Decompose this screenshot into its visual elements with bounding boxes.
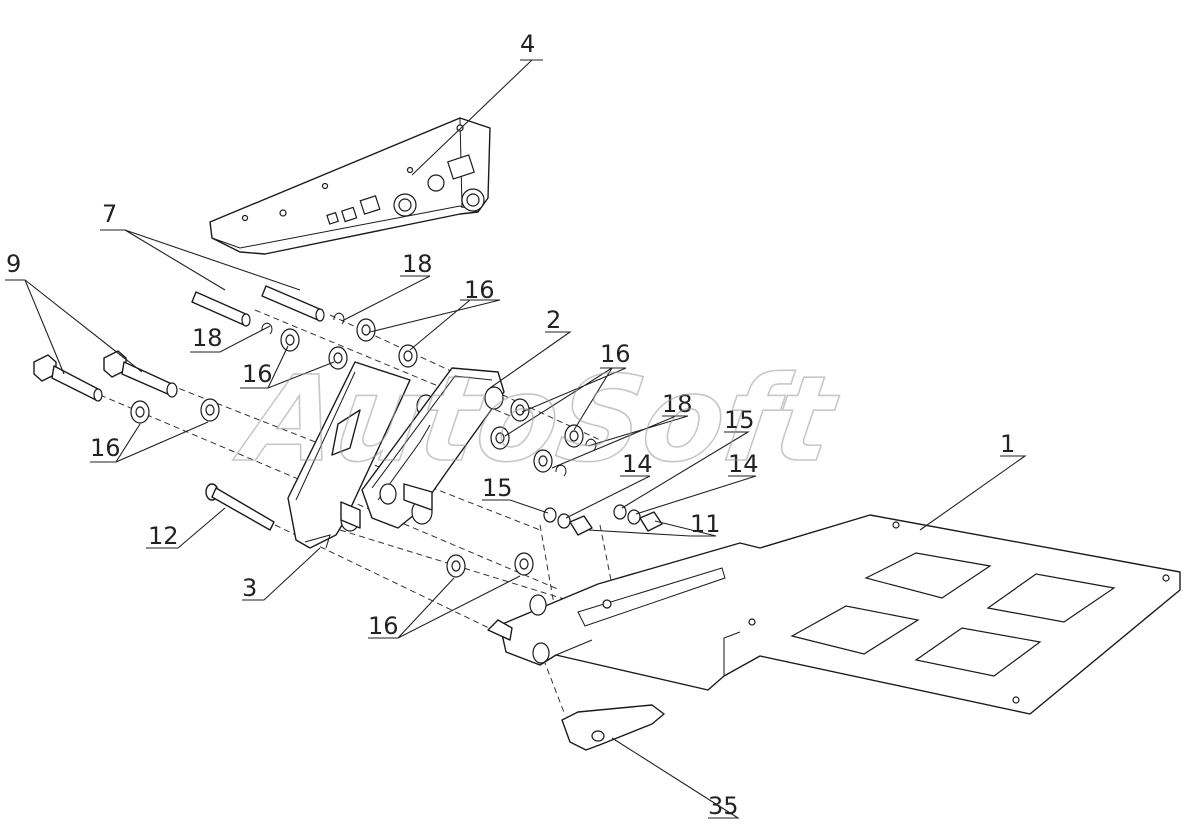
callout-14-right: 14 — [728, 450, 759, 478]
callout-15-mid: 15 — [482, 474, 513, 502]
callout-16-mid: 16 — [242, 360, 273, 388]
callout-16-right: 16 — [600, 340, 631, 368]
part-1-base-plate — [487, 514, 1181, 715]
callout-9: 9 — [6, 250, 21, 278]
part-7-pins — [191, 285, 325, 327]
callout-18-left: 18 — [192, 324, 223, 352]
part-9-bolts — [33, 350, 178, 402]
callout-3: 3 — [242, 574, 257, 602]
washers-and-circlips — [130, 312, 597, 578]
leader-lines — [5, 59, 1027, 819]
callout-35: 35 — [708, 792, 739, 820]
callout-2: 2 — [546, 306, 561, 334]
callout-4: 4 — [520, 30, 535, 58]
callout-16-bottom: 16 — [368, 612, 399, 640]
callout-15-right: 15 — [724, 406, 755, 434]
part-4-upper-bracket — [209, 117, 491, 255]
callout-1: 1 — [1000, 430, 1015, 458]
part-3-left-plate — [287, 361, 436, 549]
part-35-handle — [561, 704, 665, 751]
callout-11: 11 — [690, 510, 721, 538]
callout-7: 7 — [102, 200, 117, 228]
callout-18-top: 18 — [402, 250, 433, 278]
part-12-long-bolt — [205, 483, 275, 531]
callout-labels: 4 7 9 18 18 16 16 16 2 16 18 15 1 14 14 … — [6, 30, 1015, 820]
callout-18-right: 18 — [662, 390, 693, 418]
part-2-right-plate — [361, 367, 505, 529]
callout-12: 12 — [148, 522, 179, 550]
callout-14-mid: 14 — [622, 450, 653, 478]
watermark-text: AutoSoft — [228, 351, 846, 488]
callout-16-top: 16 — [464, 276, 495, 304]
callout-16-left: 16 — [90, 434, 121, 462]
